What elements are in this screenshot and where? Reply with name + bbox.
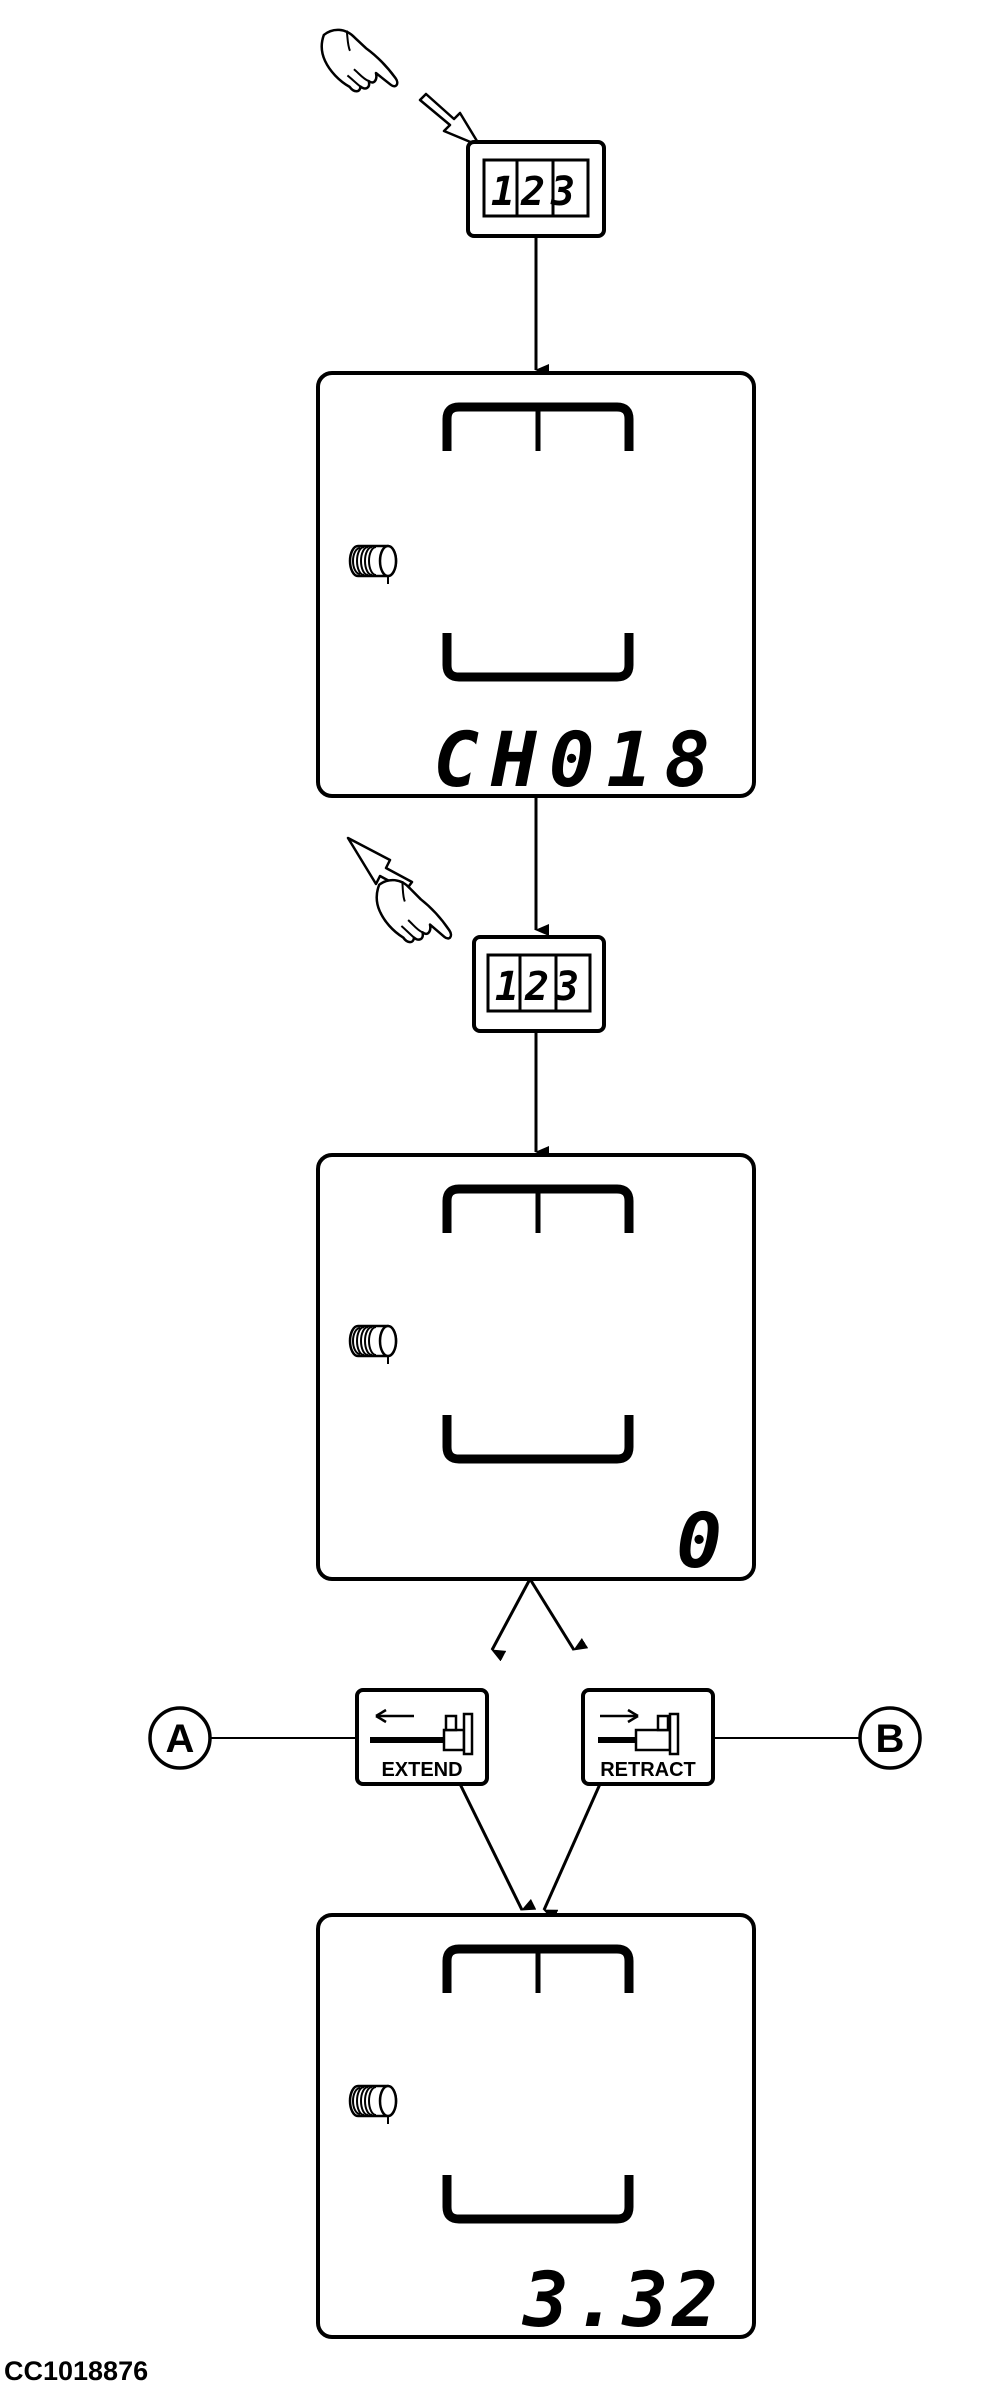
lcd-display-1: CH018	[316, 371, 756, 804]
flow-arrow	[490, 1578, 532, 1662]
callout-a: A	[148, 1706, 357, 1770]
keypad-button-top[interactable]: 123	[466, 140, 606, 238]
cylinder-retract-icon	[598, 1708, 680, 1756]
cylinder-extend-icon	[370, 1708, 474, 1756]
extend-label: EXTEND	[381, 1759, 462, 1781]
flow-arrow	[458, 1783, 537, 1911]
extend-button[interactable]: EXTEND	[355, 1688, 489, 1786]
display-readout: 3.32	[521, 2255, 722, 2344]
svg-text:B: B	[876, 1717, 905, 1761]
callout-b: B	[713, 1706, 922, 1770]
retract-button[interactable]: RETRACT	[581, 1688, 715, 1786]
display-readout: CH018	[433, 715, 722, 804]
svg-text:A: A	[166, 1717, 195, 1761]
keypad-digits: 123	[495, 964, 585, 1010]
keypad-button-middle[interactable]: 123	[472, 935, 606, 1033]
display-readout: 0	[676, 1496, 722, 1585]
hand-press-icon	[308, 22, 482, 148]
flow-arrow	[528, 1578, 589, 1651]
lcd-display-3: 3.32	[316, 1913, 756, 2344]
retract-label: RETRACT	[600, 1759, 696, 1781]
lcd-display-2: 0	[316, 1153, 756, 1585]
flow-arrow	[542, 1783, 602, 1921]
keypad-digits: 123	[491, 169, 581, 215]
figure-id: CC1018876	[4, 2356, 149, 2386]
hand-release-icon	[346, 836, 465, 958]
